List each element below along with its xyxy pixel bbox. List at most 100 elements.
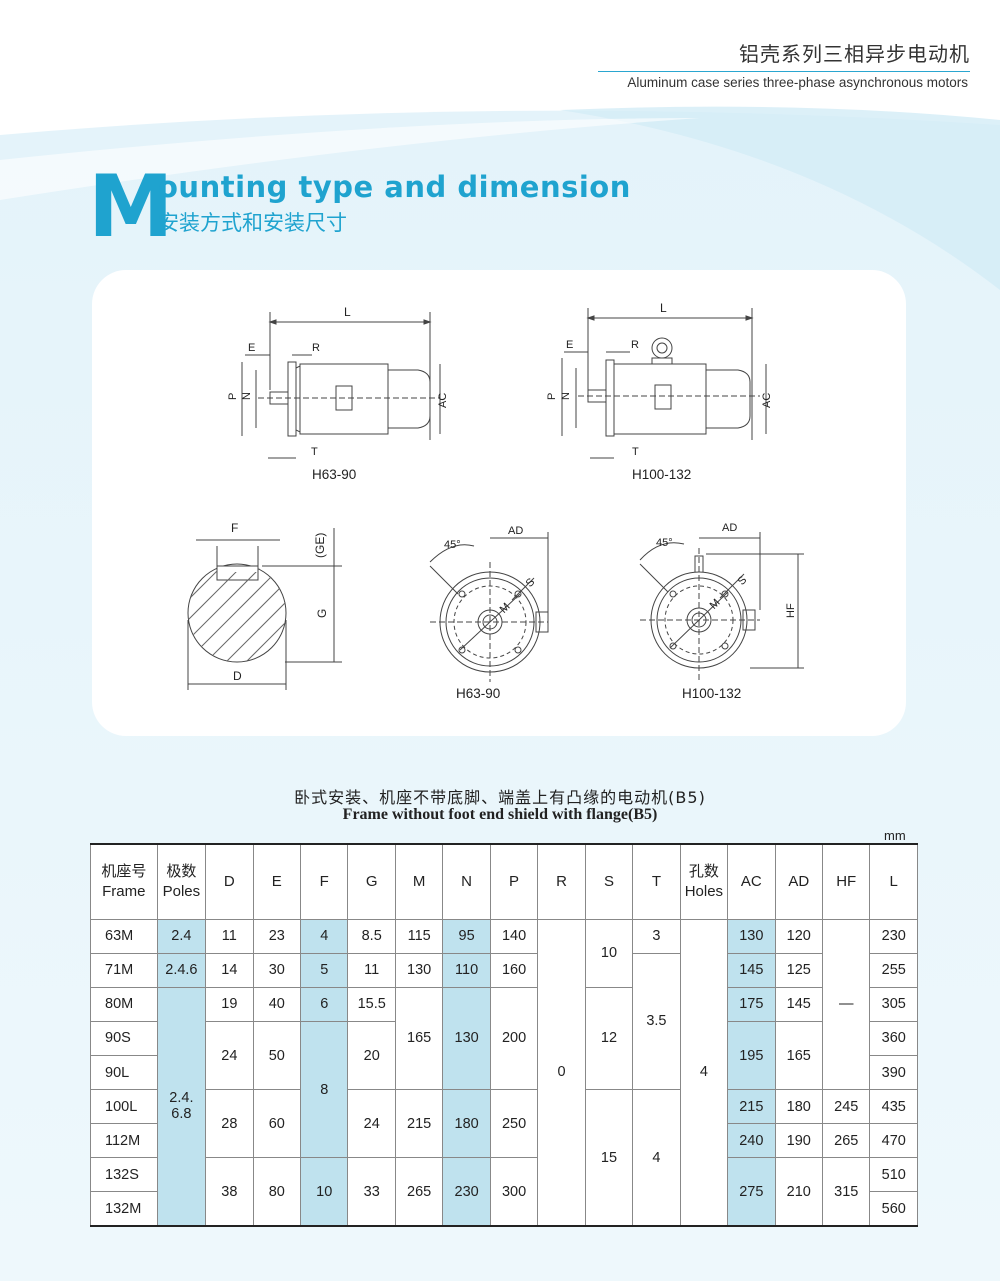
cell-holes: 4 <box>679 918 729 1227</box>
header-M: M <box>394 842 444 920</box>
section-title-en: ounting type and dimension <box>158 170 631 204</box>
cell-N: 130 <box>442 986 491 1091</box>
dim-label-N2: N <box>560 392 572 400</box>
section-initial: M <box>88 157 174 257</box>
side-view-small: L E R P N AC T <box>227 305 449 459</box>
cell-L: 305 <box>869 986 918 1022</box>
header-L: L <box>869 842 918 920</box>
cell-poles: 2.4.6 <box>156 952 207 988</box>
cell-frame: 112M <box>90 1123 158 1159</box>
cell-E: 30 <box>252 952 302 988</box>
cell-N: 180 <box>442 1089 491 1159</box>
cell-D: 24 <box>205 1020 254 1091</box>
cell-S: 15 <box>584 1089 634 1228</box>
cell-F: 4 <box>300 918 349 954</box>
cell-AC: 215 <box>727 1089 776 1125</box>
cell-poles: 2.4. 6.8 <box>156 986 207 1227</box>
header-P: P <box>489 842 539 920</box>
cell-AD: 210 <box>774 1157 824 1228</box>
cell-E: 60 <box>252 1089 302 1159</box>
header-AC: AC <box>727 842 776 920</box>
cell-S: 10 <box>584 918 634 988</box>
table-row: 63M 2.4 11 23 4 8.5 115 95 140 0 10 3 4 … <box>90 918 918 1227</box>
dim-label-F: F <box>231 521 238 535</box>
caption-front-large: H100-132 <box>682 686 741 701</box>
cell-L: 255 <box>869 952 918 988</box>
cell-E: 50 <box>252 1020 302 1091</box>
technical-drawings: L E R P N AC T H63-90 L E <box>187 301 804 701</box>
cell-P: 140 <box>489 918 539 954</box>
header-holes: 孔数 Holes <box>679 842 729 920</box>
header-frame-cn: 机座号 <box>101 862 147 880</box>
cell-L: 390 <box>869 1054 918 1091</box>
cell-L: 510 <box>869 1157 918 1193</box>
dim-label-R2: R <box>631 339 639 351</box>
cell-frame: 63M <box>90 918 158 954</box>
cell-F: 5 <box>300 952 349 988</box>
cell-T: 3 <box>632 918 681 954</box>
header-F: F <box>300 842 349 920</box>
cell-AD: 120 <box>774 918 824 954</box>
cell-F: 10 <box>300 1157 349 1228</box>
header-N: N <box>442 842 491 920</box>
cell-F: 8 <box>300 1020 349 1159</box>
dim-label-R: R <box>312 342 320 354</box>
dim-label-E2: E <box>566 339 573 351</box>
cell-E: 23 <box>252 918 302 954</box>
front-view-large: 45° AD S M HF <box>639 522 804 682</box>
cell-AC: 275 <box>727 1157 776 1228</box>
cell-AD: 180 <box>774 1089 824 1125</box>
angle-label-45: 45° <box>444 539 461 551</box>
cell-AC: 195 <box>727 1020 776 1091</box>
cell-N: 230 <box>442 1157 491 1228</box>
table-unit: mm <box>884 828 906 843</box>
cell-AC: 130 <box>727 918 776 954</box>
cell-N: 95 <box>442 918 491 954</box>
header-T: T <box>632 842 681 920</box>
shaft-section: F (GE) G D <box>187 521 342 690</box>
cell-AC: 175 <box>727 986 776 1022</box>
cell-L: 435 <box>869 1089 918 1125</box>
cell-G: 8.5 <box>347 918 396 954</box>
header-holes-en: Holes <box>684 882 724 900</box>
cell-D: 11 <box>205 918 254 954</box>
cell-frame: 90L <box>90 1054 158 1091</box>
dim-label-AD2: AD <box>722 522 737 534</box>
header-holes-cn: 孔数 <box>688 862 719 880</box>
dim-label-T2: T <box>632 446 639 458</box>
cell-M: 265 <box>394 1157 444 1228</box>
header-title-en: Aluminum case series three-phase asynchr… <box>627 75 968 90</box>
dim-label-AD: AD <box>508 525 523 537</box>
dim-label-P2: P <box>546 393 558 400</box>
cell-M: 130 <box>394 952 444 988</box>
cell-E: 40 <box>252 986 302 1022</box>
cell-M: 165 <box>394 986 444 1091</box>
table-title-en: Frame without foot end shield with flang… <box>342 806 658 823</box>
cell-AD: 165 <box>774 1020 824 1091</box>
cell-frame: 80M <box>90 986 158 1022</box>
table-row: 90S 24 50 8 20 195 165 360 <box>90 1020 918 1159</box>
angle-label-45-2: 45° <box>656 537 673 549</box>
cell-frame: 100L <box>90 1089 158 1125</box>
dim-label-D: D <box>233 669 242 683</box>
cell-D: 14 <box>205 952 254 988</box>
header-frame-en: Frame <box>102 882 146 900</box>
header-poles-cn: 极数 <box>166 862 197 880</box>
dim-label-S2: S <box>736 574 750 588</box>
cell-G: 24 <box>347 1089 396 1159</box>
cell-L: 560 <box>869 1191 918 1228</box>
cell-T: 3.5 <box>632 952 681 1091</box>
cell-M: 115 <box>394 918 444 954</box>
dim-label-GE: (GE) <box>313 533 327 558</box>
cell-frame: 71M <box>90 952 158 988</box>
cell-AD: 145 <box>774 986 824 1022</box>
cell-M: 215 <box>394 1089 444 1159</box>
cell-frame: 90S <box>90 1020 158 1057</box>
cell-L: 470 <box>869 1123 918 1159</box>
dim-label-L2: L <box>660 301 667 315</box>
front-view-small: 45° AD S M <box>429 525 549 682</box>
cell-AD: 125 <box>774 952 824 988</box>
dim-label-AC2: AC <box>761 393 773 408</box>
dim-label-HF: HF <box>785 603 797 618</box>
